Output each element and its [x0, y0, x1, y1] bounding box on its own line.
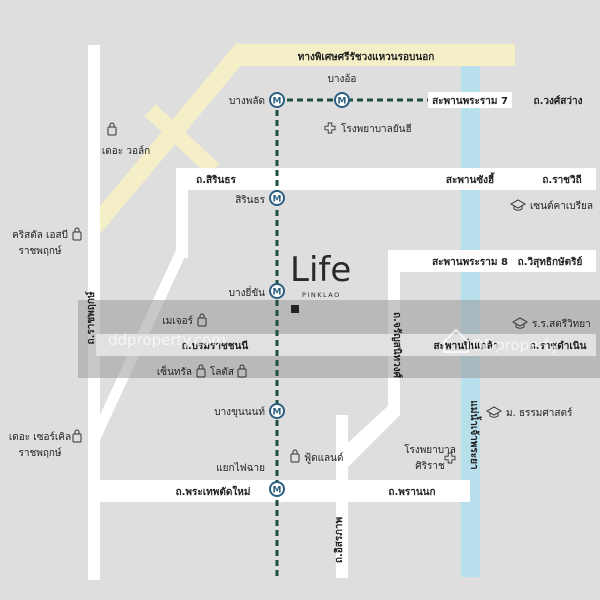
label-crystal-2: ราชพฤกษ์ [18, 245, 61, 257]
phetkasem-tatmai-road [100, 480, 470, 502]
label-sirindhorn-road: ถ.สิรินธร [196, 174, 236, 186]
sirindhorn-road [176, 168, 596, 190]
label-major: เมเจอร์ [162, 315, 193, 327]
label-outer-ring: ทางพิเศษศรีรัชวงแหวนรอบนอก [298, 51, 435, 63]
label-rachawithi: ถ.ราชวิถี [542, 174, 581, 186]
label-rama8-bridge: สะพานพระราม 8 [432, 257, 508, 268]
station-bang-phlat-icon: M [269, 92, 285, 108]
label-st-gabriel: เซนต์คาเบรียล [530, 200, 593, 212]
label-rama7-bridge: สะพานพระราม 7 [432, 96, 508, 107]
svg-text:M: M [273, 195, 282, 205]
label-wongsawang: ถ.วงศ์สว่าง [534, 95, 583, 107]
label-pinklao-bridge: สะพานปิ่นเกล้า [434, 338, 499, 352]
label-station-sirindhorn: สิรินธร [235, 195, 265, 206]
label-station-yaek-fai-chai: แยกไฟฉาย [216, 462, 265, 474]
label-circle-1: เดอะ เซอร์เคิล [9, 431, 71, 443]
svg-text:M: M [273, 486, 282, 496]
watermarks: ddproperty.com DDproperty [108, 328, 559, 354]
label-ratchaphruek: ถ.ราชพฤกษ์ [85, 291, 97, 344]
watermark-brand: DDproperty [443, 328, 559, 354]
svg-text:M: M [338, 97, 347, 107]
label-satri-wittaya: ร.ร.สตรีวิทยา [532, 318, 591, 330]
label-station-bang-phlat: บางพลัด [229, 96, 265, 107]
label-foodland: ฟู้ดแลนด์ [304, 452, 343, 464]
label-wisutkasat: ถ.วิสุทธิกษัตริย์ [518, 256, 583, 268]
svg-text:M: M [273, 288, 282, 298]
mrt-line [275, 98, 428, 580]
label-circle-2: ราชพฤกษ์ [18, 447, 61, 459]
label-charansanitwong: ถ.จรัญสนิทวงศ์ [391, 312, 403, 379]
rama8-road [388, 250, 596, 272]
station-bang-khun-non-icon: M [269, 403, 285, 419]
station-yaek-fai-chai-icon: M [269, 481, 285, 497]
watermark-left: ddproperty.com [108, 331, 226, 349]
project-logo: Life PINKLAO [290, 250, 351, 313]
station-bang-yi-khan-icon: M [269, 283, 285, 299]
points-of-interest: โรงพยาบาลยันฮี เดอะ วอล์ก คริสตัล เอสบี … [9, 122, 593, 472]
label-ratchadamnoen: ถ.ราชดำเนิน [530, 340, 587, 352]
mrt-stations: M M M M M M [269, 92, 350, 497]
svg-text:M: M [273, 408, 282, 418]
charan-curve [340, 395, 400, 470]
label-itsaraphap: ถ.อิสรภาพ [333, 517, 345, 564]
label-thammasat: ม. ธรรมศาสตร์ [506, 407, 573, 419]
label-yanhee: โรงพยาบาลยันฮี [341, 122, 412, 135]
ddproperty-logo-icon [443, 328, 469, 353]
label-crystal-1: คริสตัล เอสบี [12, 229, 68, 241]
label-station-bang-yi-khan: บางยี่ขัน [229, 285, 266, 299]
station-labels: บางอ้อ บางพลัด สิรินธร บางยี่ขัน บางขุนน… [214, 73, 356, 474]
label-siriraj-1: โรงพยาบาล [404, 443, 456, 456]
label-phetkasem-tatmai: ถ.พระเทพตัดใหม่ [176, 485, 251, 498]
logo-pinklao: PINKLAO [302, 291, 341, 299]
watermark-brand-text: DDproperty [472, 336, 559, 354]
label-station-bang-khun-non: บางขุนนนท์ [214, 406, 265, 418]
label-lotus: โลตัส [210, 365, 234, 378]
label-boromarajonani: ถ.บรมราชชนนี [182, 340, 249, 352]
station-bang-o-icon: M [334, 92, 350, 108]
label-phrannok: ถ.พรานนก [388, 487, 435, 498]
label-river: แม่น้ำเจ้าพระยา [468, 400, 482, 469]
label-krungthon-bridge: สะพานซังฮี้ [446, 172, 495, 186]
label-siriraj-2: ศิริราช [415, 461, 445, 472]
outer-ring-expressway [87, 42, 515, 233]
label-central: เซ็นทรัล [157, 364, 192, 378]
boromarajonani-road-overlay [96, 334, 596, 356]
project-location-marker [291, 305, 299, 313]
highlight-band [78, 300, 600, 378]
label-station-bang-o: บางอ้อ [328, 73, 357, 85]
label-the-walk: เดอะ วอล์ก [102, 145, 150, 157]
logo-life: Life [290, 250, 351, 290]
sirindhorn-connector [176, 168, 188, 258]
road-labels: ทางพิเศษศรีรัชวงแหวนรอบนอก สะพานพระราม 7… [85, 51, 587, 563]
station-sirindhorn-icon: M [269, 190, 285, 206]
svg-text:M: M [273, 97, 282, 107]
